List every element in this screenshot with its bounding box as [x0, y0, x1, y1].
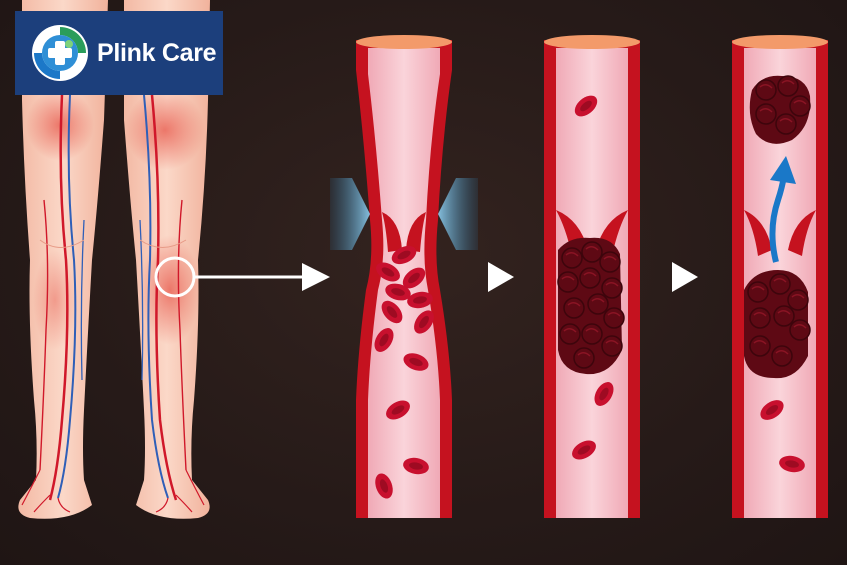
embolus-arrow-icon: [769, 156, 796, 263]
brand-name: Plink Care: [97, 38, 217, 67]
brand-badge: Plink Care: [15, 11, 223, 95]
vessel-embolus: [732, 35, 828, 518]
medical-cross-globe-icon: [32, 25, 88, 81]
play-arrow-icon: [672, 262, 698, 292]
play-arrow-icon: [488, 262, 514, 292]
compression-arrow-icon: [438, 178, 478, 250]
vessel-clot-forming: [544, 35, 640, 518]
compression-arrow-icon: [330, 178, 370, 250]
clot: [557, 237, 625, 375]
legs-illustration: [18, 0, 210, 519]
pointer-arrow-icon: [194, 263, 330, 291]
embolus: [749, 75, 811, 144]
vessel-compressed: [330, 35, 478, 518]
residual-clot: [744, 270, 811, 379]
